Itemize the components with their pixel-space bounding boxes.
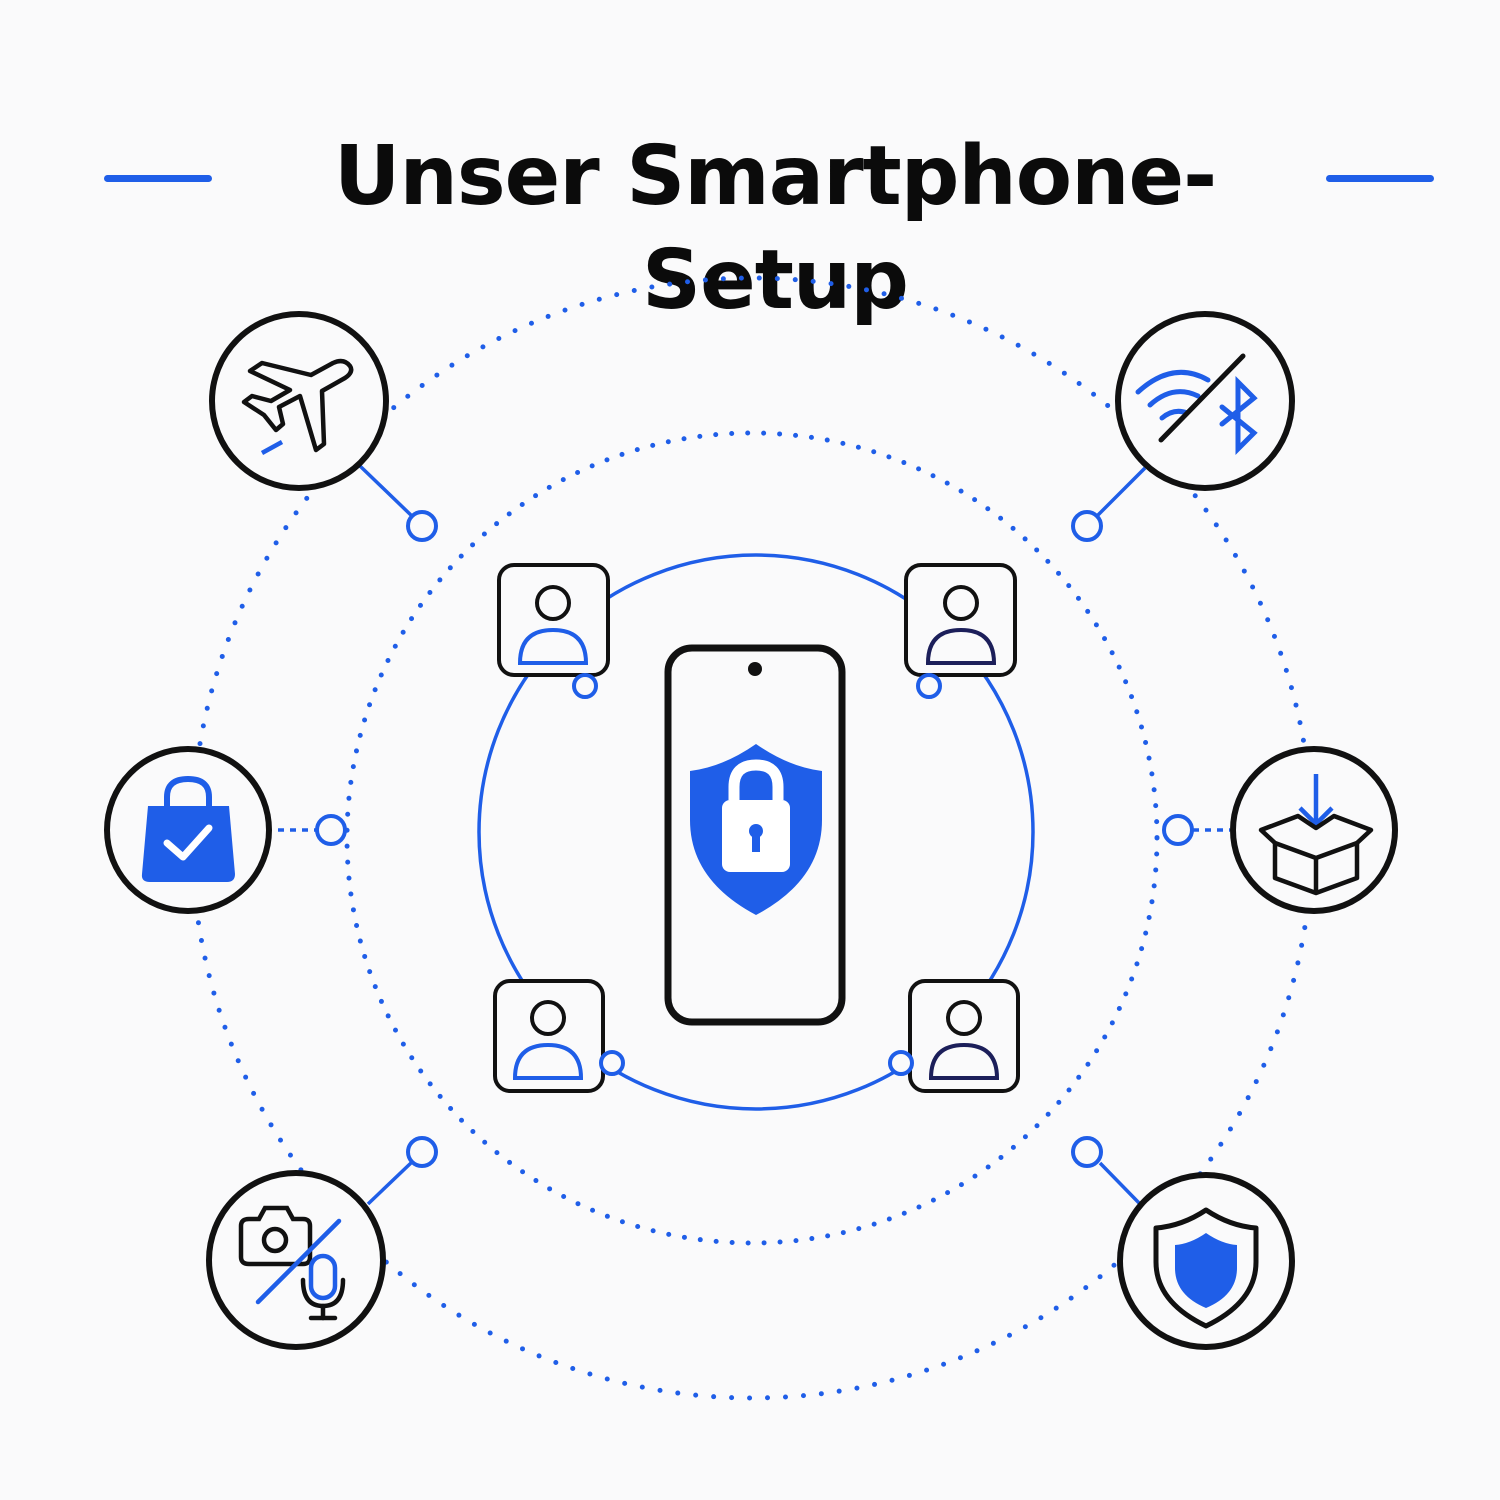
setting-app-download xyxy=(1230,746,1398,914)
user-card-top-right xyxy=(904,563,1017,699)
user-icon xyxy=(928,1000,1000,1080)
camera-dot xyxy=(748,662,762,676)
user-card-top-left xyxy=(497,563,610,699)
middle-dotted-ring xyxy=(344,430,1160,1246)
inner-solid-ring xyxy=(477,553,1035,1111)
user-card-bottom-left xyxy=(493,979,625,1093)
page-title: Unser Smartphone-Setup xyxy=(333,129,1217,328)
user-icon xyxy=(925,585,997,665)
title-row: Unser Smartphone-Setup xyxy=(0,125,1500,328)
user-card-bottom-right xyxy=(888,979,1020,1093)
camera-microphone-off-icon xyxy=(238,1205,346,1321)
shield-lock-icon xyxy=(690,744,822,915)
smartphone xyxy=(664,644,846,1026)
app-download-icon xyxy=(1258,774,1374,896)
setting-wifi-bluetooth-off xyxy=(1115,311,1295,491)
shopping-bag-check-icon xyxy=(141,775,235,882)
airplane-mode-icon xyxy=(241,358,354,455)
setting-camera-microphone-off xyxy=(206,1170,386,1350)
title-divider-right xyxy=(1326,175,1434,182)
setting-airplane-mode xyxy=(209,311,389,491)
shield-icon xyxy=(1153,1207,1259,1329)
user-icon xyxy=(512,1000,584,1080)
setting-shopping xyxy=(104,746,272,914)
setting-security xyxy=(1117,1172,1295,1350)
wifi-bluetooth-off-icon xyxy=(1135,353,1258,456)
connector-nodes xyxy=(315,510,1194,1168)
title-divider-left xyxy=(104,175,212,182)
connectors xyxy=(278,464,1230,1206)
user-icon xyxy=(517,585,589,665)
